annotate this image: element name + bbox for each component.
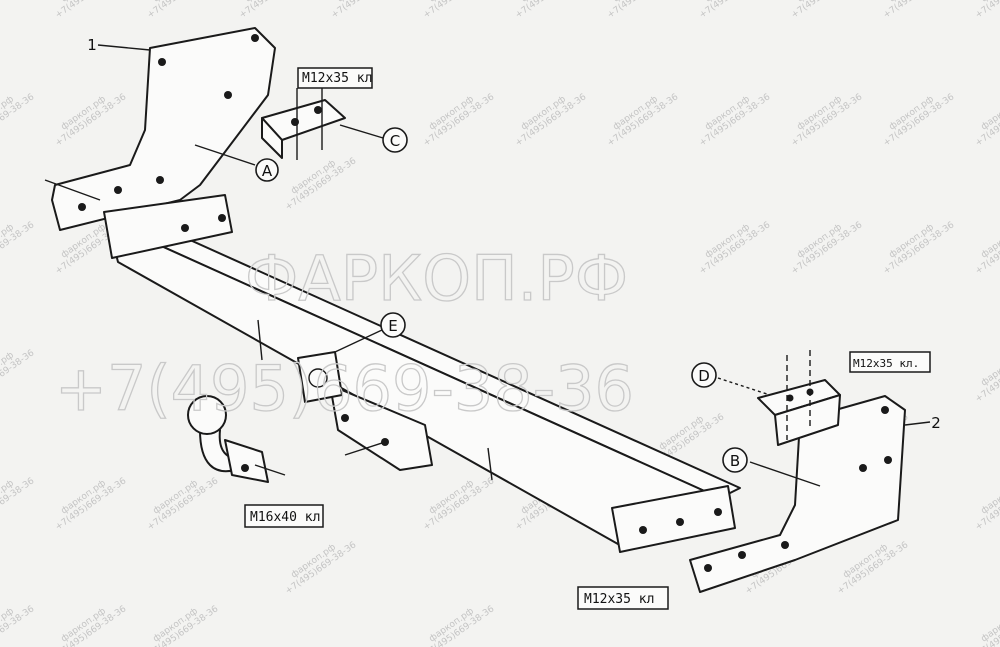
watermark-tile: фаркоп.рф+7(495)669-38-36: [784, 84, 865, 149]
watermark-tile: фаркоп.рф+7(495)669-38-36: [48, 0, 129, 21]
watermark-tile: фаркоп.рф+7(495)669-38-36: [48, 596, 129, 647]
watermark-tile: фаркоп.рф+7(495)669-38-36: [784, 212, 865, 277]
callout-b-letter: B: [730, 452, 740, 470]
fastener-label-bottom: М12х35 кл: [584, 592, 654, 607]
watermark-tile: фаркоп.рф+7(495)669-38-36: [876, 0, 957, 21]
watermark-tile: фаркоп.рф+7(495)669-38-36: [692, 84, 773, 149]
watermark-tile: фаркоп.рф+7(495)669-38-36: [508, 84, 589, 149]
watermark-tile: фаркоп.рф+7(495)669-38-36: [784, 0, 865, 21]
watermark-tile: фаркоп.рф+7(495)669-38-36: [0, 212, 37, 277]
watermark-tile: фаркоп.рф+7(495)669-38-36: [48, 468, 129, 533]
watermark-tile: фаркоп.рф+7(495)669-38-36: [48, 84, 129, 149]
watermark-tile: фаркоп.рф+7(495)669-38-36: [324, 0, 405, 21]
callout-c: C: [382, 127, 408, 153]
watermark-tile: фаркоп.рф+7(495)669-38-36: [278, 148, 359, 213]
callout-b: B: [722, 447, 748, 473]
watermark-tile: фаркоп.рф+7(495)669-38-36: [140, 596, 221, 647]
callout-e-letter: E: [388, 317, 397, 335]
fastener-label-top: М12х35 кл: [302, 71, 372, 86]
watermark-tile: фаркоп.рф+7(495)669-38-36: [140, 0, 221, 21]
watermark-tile: фаркоп.рф+7(495)669-38-36: [508, 0, 589, 21]
watermark-tile: фаркоп.рф+7(495)669-38-36: [876, 84, 957, 149]
watermark-tile: фаркоп.рф+7(495)669-38-36: [968, 212, 1000, 277]
part-number-2: 2: [931, 414, 941, 432]
watermark-tile: фаркоп.рф+7(495)669-38-36: [968, 596, 1000, 647]
watermark-tile: фаркоп.рф+7(495)669-38-36: [416, 596, 497, 647]
fastener-label-ball: М16х40 кл: [250, 510, 320, 525]
watermark-tile: фаркоп.рф+7(495)669-38-36: [0, 340, 37, 405]
watermark-tile: фаркоп.рф+7(495)669-38-36: [416, 84, 497, 149]
watermark-tile: фаркоп.рф+7(495)669-38-36: [968, 468, 1000, 533]
part-number-1: 1: [87, 36, 97, 54]
watermark-tile: фаркоп.рф+7(495)669-38-36: [0, 84, 37, 149]
watermark-tile: фаркоп.рф+7(495)669-38-36: [600, 0, 681, 21]
callout-d: D: [691, 362, 717, 388]
watermark-tile: фаркоп.рф+7(495)669-38-36: [968, 0, 1000, 21]
callout-c-letter: C: [390, 132, 400, 150]
watermark-tile: фаркоп.рф+7(495)669-38-36: [140, 468, 221, 533]
watermark-tile: фаркоп.рф+7(495)669-38-36: [876, 212, 957, 277]
watermark-tile: фаркоп.рф+7(495)669-38-36: [232, 0, 313, 21]
watermark-tile: фаркоп.рф+7(495)669-38-36: [0, 468, 37, 533]
bracket-c: М12х35 кл: [261, 67, 384, 160]
watermark-tile: фаркоп.рф+7(495)669-38-36: [968, 340, 1000, 405]
callout-a: A: [255, 158, 279, 182]
electrical-socket-e: [297, 329, 383, 403]
watermark-tile: фаркоп.рф+7(495)669-38-36: [0, 0, 37, 21]
tow-ball: М16х40 кл: [187, 395, 324, 528]
watermark-title: ФАРКОП.РФ: [245, 242, 628, 315]
watermark-phone: +7(495)669-38-36: [55, 352, 634, 425]
watermark-tile: фаркоп.рф+7(495)669-38-36: [416, 0, 497, 21]
callout-e: E: [380, 312, 406, 338]
callout-d-letter: D: [698, 367, 710, 385]
watermark-tile: фаркоп.рф+7(495)669-38-36: [600, 84, 681, 149]
watermark-tile: фаркоп.рф+7(495)669-38-36: [0, 596, 37, 647]
watermark-tile: фаркоп.рф+7(495)669-38-36: [692, 0, 773, 21]
callout-a-letter: A: [262, 162, 273, 180]
watermark-tile: фаркоп.рф+7(495)669-38-36: [278, 532, 359, 597]
bracket-d: М12х35 кл.: [717, 350, 931, 446]
watermark-tile: фаркоп.рф+7(495)669-38-36: [692, 212, 773, 277]
watermark-tile: фаркоп.рф+7(495)669-38-36: [968, 84, 1000, 149]
main-beam: [103, 194, 741, 553]
watermark-tile: фаркоп.рф+7(495)669-38-36: [416, 468, 497, 533]
fastener-label-right: М12х35 кл.: [853, 357, 919, 370]
right-bracket-2: 2: [689, 395, 941, 593]
